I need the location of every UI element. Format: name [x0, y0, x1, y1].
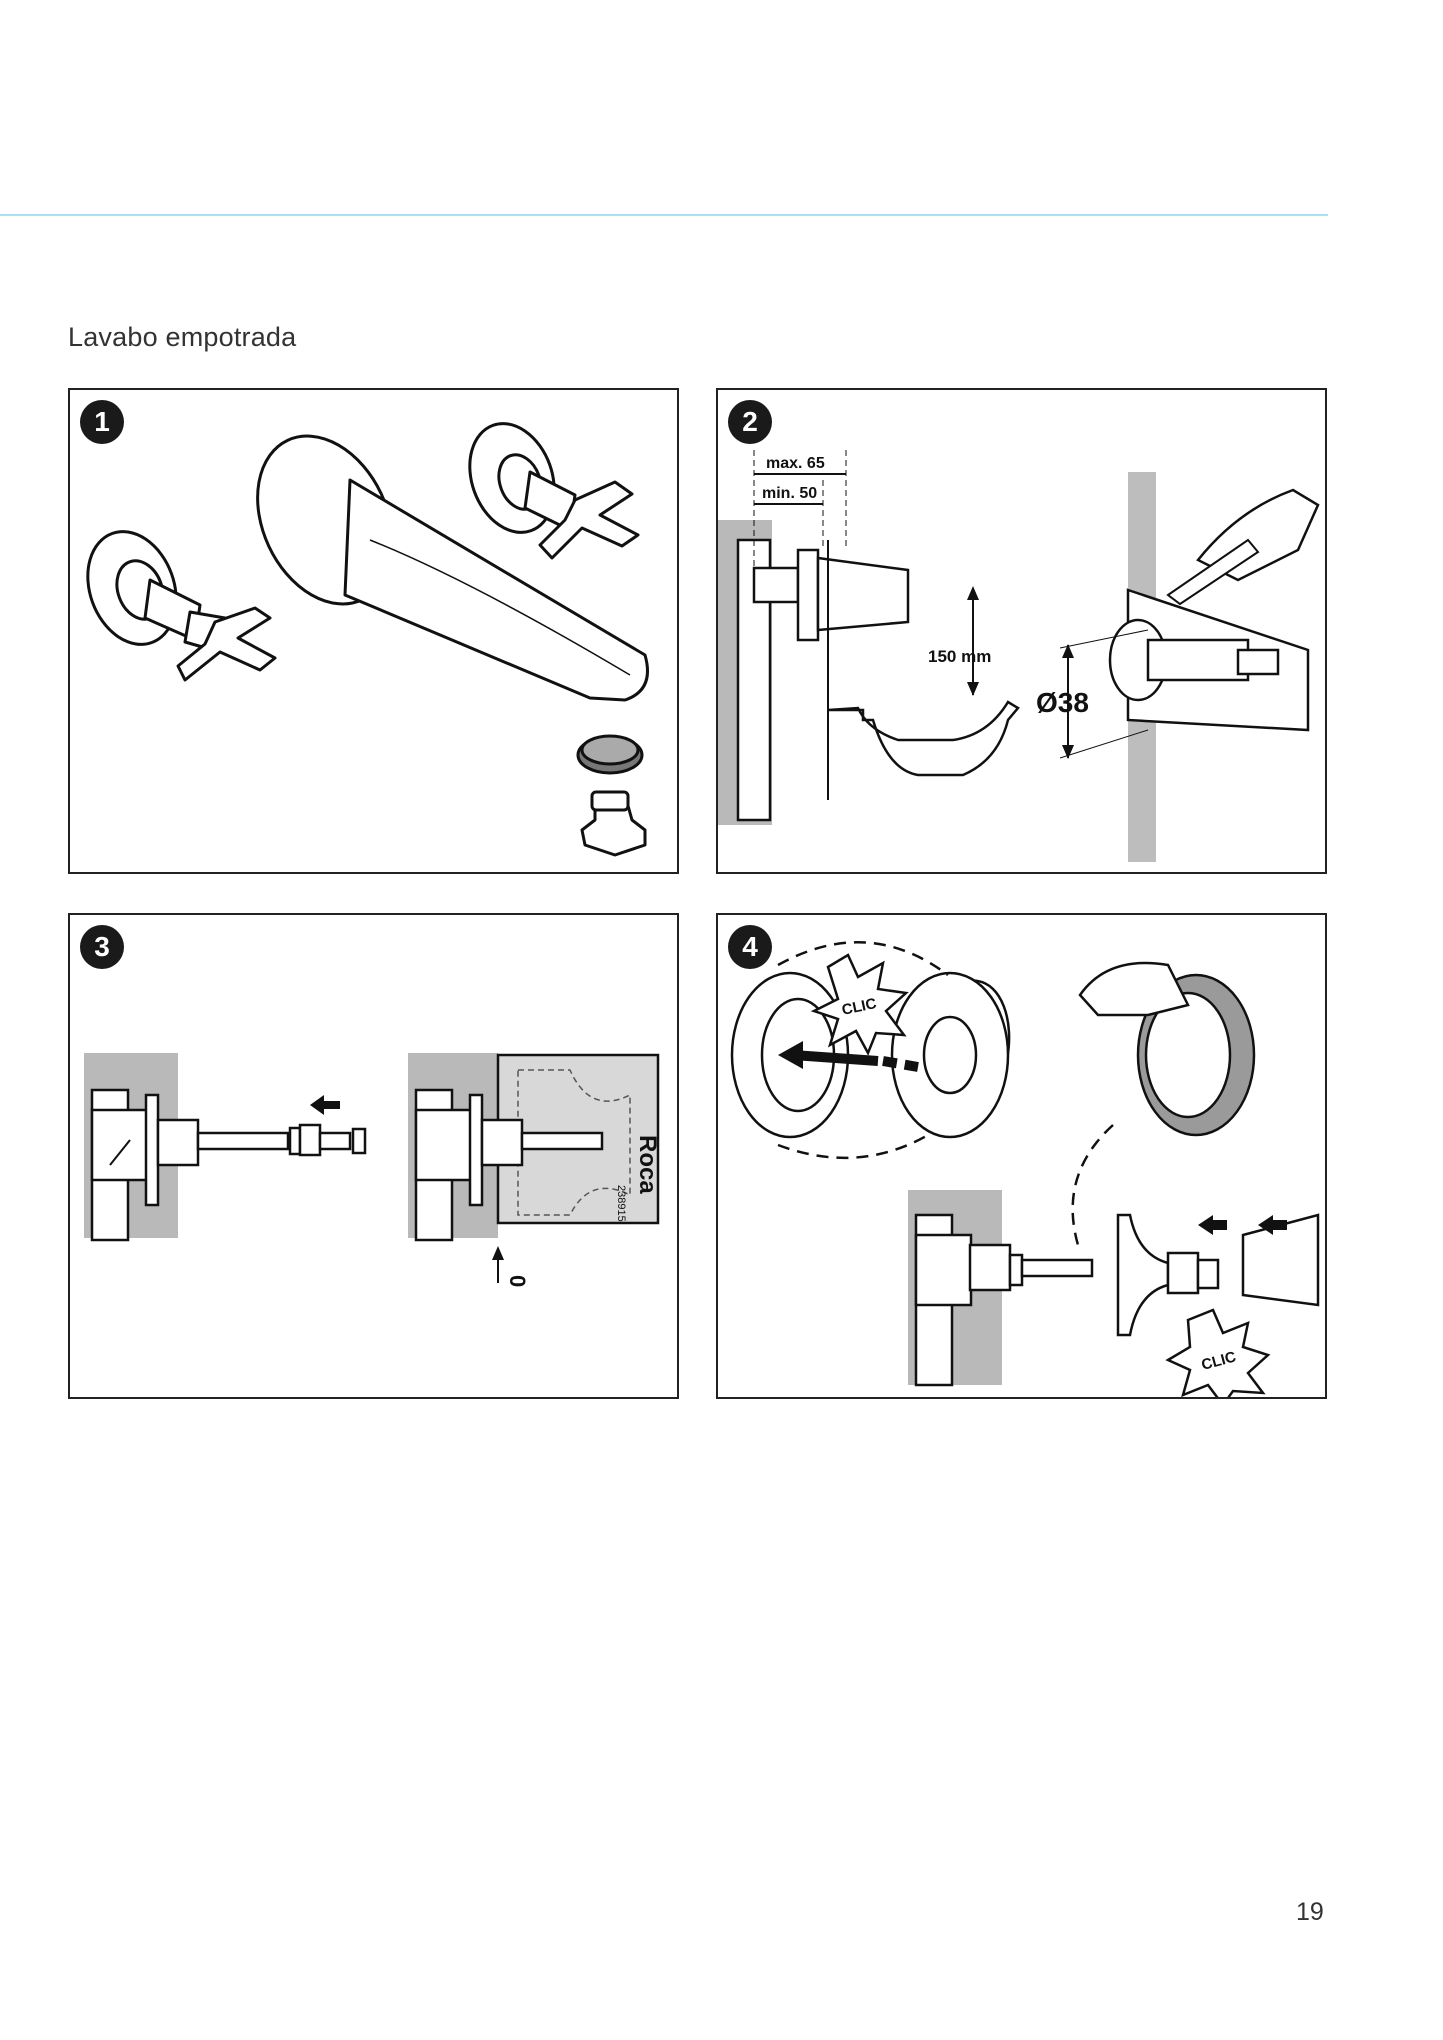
step-1-panel: 1: [68, 388, 679, 874]
step-4-illustration: CLIC CLIC: [730, 941, 1320, 1397]
step-3-panel: Roca 238915 0 3: [68, 913, 679, 1399]
min-label: min. 50: [762, 485, 817, 502]
spout-body: [343, 478, 649, 702]
step-2-badge: 2: [728, 400, 772, 444]
spout-outline: [816, 556, 910, 632]
zero-label: 0: [505, 1275, 530, 1287]
diameter-label: Ø38: [1036, 687, 1089, 718]
clic-burst-bottom: [1165, 1308, 1271, 1397]
rosette-mount: [1116, 1213, 1170, 1337]
height-label: 150 mm: [928, 647, 991, 666]
basin-outline: [827, 700, 1020, 777]
left-cross-handle: [176, 606, 277, 682]
step-1-illustration: [86, 422, 649, 857]
step-3-badge: 3: [80, 925, 124, 969]
code-label: 238915: [615, 1185, 627, 1222]
clic-burst-top: [810, 953, 909, 1056]
cross-handle-side: [1241, 1213, 1320, 1307]
section-heading: Lavabo empotrada: [68, 322, 297, 352]
page-number: 19: [1296, 1898, 1324, 1926]
clic-label-top: CLIC: [840, 995, 878, 1019]
hand-ring: [1078, 961, 1190, 1017]
step-4-badge: 4: [728, 925, 772, 969]
step-2-panel: max. 65 min. 50 150 mm Ø38 2: [716, 388, 1327, 874]
step-1-badge: 1: [80, 400, 124, 444]
header-rule: [0, 214, 1328, 216]
right-cross-handle: [538, 480, 640, 560]
step-4-panel: CLIC CLIC 4: [716, 913, 1327, 1399]
step-2-illustration: max. 65 min. 50 150 mm Ø38: [718, 450, 1320, 862]
move-arrow: [792, 1050, 879, 1066]
brand-label: Roca: [634, 1135, 661, 1194]
max-label: max. 65: [766, 455, 825, 472]
step-3-illustration: Roca 238915 0: [84, 1053, 661, 1287]
